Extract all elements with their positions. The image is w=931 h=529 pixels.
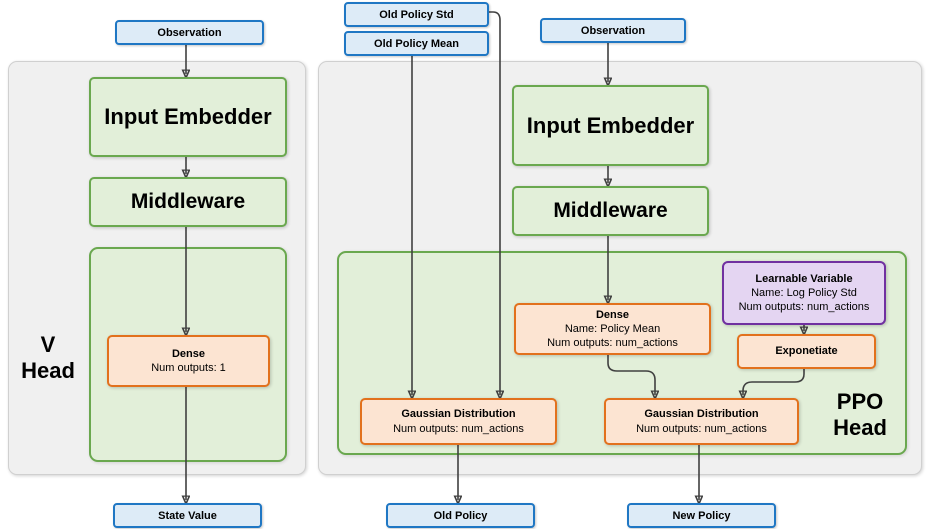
ppo-head-title-line1: PPO: [836, 389, 884, 414]
ppo-head-title: PPO Head: [818, 389, 902, 441]
output-new-policy[interactable]: New Policy: [627, 503, 776, 528]
ppo-head-learnable-variable[interactable]: Learnable Variable Name: Log Policy Std …: [722, 261, 886, 325]
output-new-policy-label: New Policy: [672, 509, 731, 522]
v-head-middleware[interactable]: Middleware: [89, 177, 287, 227]
ppo-head-dense-name: Name: Policy Mean: [564, 322, 661, 335]
ppo-head-exponentiate[interactable]: Exponetiate: [737, 334, 876, 369]
v-head-dense-title: Dense: [171, 347, 206, 360]
learnable-variable-name: Name: Log Policy Std: [751, 286, 857, 299]
ppo-head-title-line2: Head: [833, 414, 887, 440]
output-state-value-label: State Value: [158, 509, 217, 522]
v-head-title-line1: V: [40, 332, 56, 357]
input-old-policy-mean[interactable]: Old Policy Mean: [344, 31, 489, 56]
output-old-policy[interactable]: Old Policy: [386, 503, 535, 528]
input-old-policy-std[interactable]: Old Policy Std: [344, 2, 489, 27]
input-old-policy-std-label: Old Policy Std: [379, 8, 454, 21]
ppo-head-input-embedder[interactable]: Input Embedder: [512, 85, 709, 166]
ppo-head-exponentiate-label: Exponetiate: [775, 345, 838, 358]
ppo-head-gaussian-new[interactable]: Gaussian Distribution Num outputs: num_a…: [604, 398, 799, 445]
v-head-dense[interactable]: Dense Num outputs: 1: [107, 335, 270, 387]
input-observation-left[interactable]: Observation: [115, 20, 264, 45]
v-head-input-embedder-label: Input Embedder: [104, 104, 272, 129]
gaussian-old-title: Gaussian Distribution: [401, 408, 516, 421]
input-observation-right[interactable]: Observation: [540, 18, 686, 43]
v-head-title-line2: Head: [21, 357, 75, 383]
gaussian-new-title: Gaussian Distribution: [644, 408, 759, 421]
ppo-head-input-embedder-label: Input Embedder: [526, 112, 695, 138]
ppo-head-gaussian-old[interactable]: Gaussian Distribution Num outputs: num_a…: [360, 398, 557, 445]
v-head-title: V Head: [12, 332, 84, 384]
ppo-head-dense-title: Dense: [595, 308, 630, 321]
gaussian-old-num-outputs: Num outputs: num_actions: [393, 422, 524, 435]
input-observation-left-label: Observation: [157, 26, 222, 39]
v-head-dense-num-outputs: Num outputs: 1: [151, 362, 226, 374]
ppo-head-dense-policy-mean[interactable]: Dense Name: Policy Mean Num outputs: num…: [514, 303, 711, 355]
ppo-head-middleware-label: Middleware: [553, 199, 668, 222]
gaussian-new-num-outputs: Num outputs: num_actions: [636, 422, 767, 435]
output-old-policy-label: Old Policy: [433, 509, 488, 522]
input-old-policy-mean-label: Old Policy Mean: [374, 37, 459, 50]
output-state-value[interactable]: State Value: [113, 503, 262, 528]
ppo-head-dense-num-outputs: Num outputs: num_actions: [547, 337, 678, 350]
learnable-variable-title: Learnable Variable: [755, 272, 853, 285]
v-head-input-embedder[interactable]: Input Embedder: [89, 77, 287, 157]
ppo-head-middleware[interactable]: Middleware: [512, 186, 709, 236]
learnable-variable-num-outputs: Num outputs: num_actions: [738, 301, 870, 314]
v-head-middleware-label: Middleware: [130, 190, 246, 213]
input-observation-right-label: Observation: [580, 24, 646, 37]
